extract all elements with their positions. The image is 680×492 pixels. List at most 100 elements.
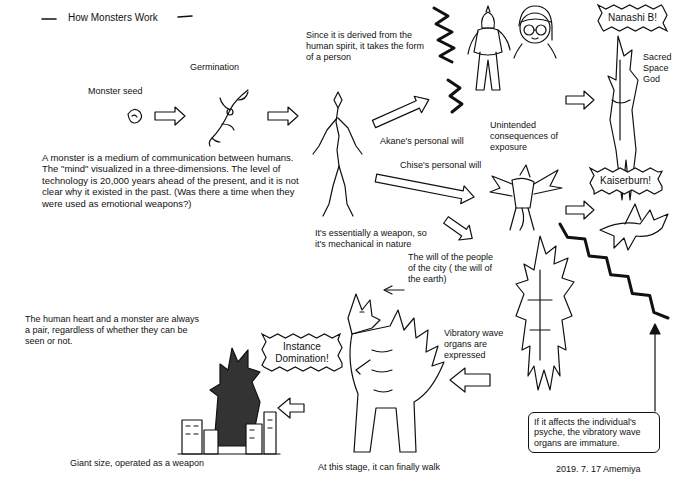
akane-sketch	[520, 13, 550, 43]
humanoid-sketch	[336, 108, 339, 166]
walking-monster-sketch	[350, 310, 444, 452]
humanoid-sketch	[339, 166, 353, 216]
node-text: Kaiserburn!	[600, 175, 651, 187]
flow-arrow	[450, 368, 490, 392]
node-text: Instance Domination!	[272, 341, 332, 364]
dragon-sketch	[600, 204, 668, 250]
node-text: Nanashi B!	[608, 12, 657, 24]
walking-monster-sketch	[372, 350, 392, 392]
burst-outline	[590, 168, 662, 194]
flow-arrow	[268, 107, 298, 125]
humanoid-sketch	[323, 166, 339, 216]
seed-sketch	[128, 109, 142, 123]
sprout-sketch	[227, 109, 233, 115]
akane-sketch	[468, 32, 478, 54]
sprout-sketch	[238, 92, 248, 100]
vibration-zigzag	[434, 8, 454, 62]
standing-monster-sketch	[528, 270, 552, 360]
akane-sketch	[524, 25, 534, 35]
flow-arrow	[566, 91, 594, 109]
note-text: A monster is a medium of communication b…	[42, 152, 300, 209]
humanoid-sketch	[334, 92, 342, 108]
flow-arrow	[370, 91, 432, 132]
title-dash	[178, 16, 192, 17]
city-sketch	[264, 412, 276, 454]
seed-sketch	[132, 115, 137, 117]
chise-sketch	[520, 208, 524, 230]
note-text: The human heart and a monster are always…	[25, 314, 200, 346]
walking-monster-sketch	[356, 360, 370, 374]
speech-burst: Instance Domination!	[260, 332, 344, 373]
flow-arrow	[441, 213, 478, 246]
note-text: Akane's personal will	[380, 136, 480, 147]
akane-sketch	[514, 44, 556, 58]
burst-outline	[262, 334, 342, 371]
note-text: Monster seed	[88, 86, 158, 97]
chise-sketch	[510, 208, 534, 230]
node-text: If it affects the individual's psyche, t…	[534, 417, 654, 448]
flow-arrow	[384, 286, 392, 294]
note-text: The will of the people of the city ( the…	[408, 252, 498, 284]
akane-sketch	[519, 6, 552, 40]
city-sketch	[182, 420, 202, 454]
akane-sketch	[486, 6, 490, 12]
speech-burst: Nanashi B!	[596, 3, 669, 33]
sprout-sketch	[220, 98, 230, 110]
note-text: Since it is derived from the human spiri…	[306, 30, 428, 62]
flow-arrow	[278, 398, 304, 418]
note-text: 2019. 7. 17 Amemiya	[556, 464, 676, 475]
akane-sketch	[468, 6, 556, 90]
sprout-sketch	[222, 124, 234, 130]
akane-sketch	[536, 25, 546, 35]
note-text: Sacred Space God	[643, 52, 679, 84]
chise-sketch	[520, 165, 530, 177]
flow-arrow	[566, 201, 594, 219]
standing-monster-sketch	[516, 236, 574, 390]
chise-sketch	[534, 170, 562, 194]
walking-monster-sketch	[348, 294, 380, 334]
flow-arrow	[374, 169, 476, 206]
city-sketch	[186, 420, 272, 438]
burst-outline	[598, 5, 667, 31]
flow-arrow	[650, 324, 660, 334]
city-sketch	[178, 453, 280, 454]
flow-arrow	[155, 107, 185, 125]
humanoid-sketch	[313, 118, 337, 154]
sprout-sketch	[209, 138, 220, 146]
sprout-sketch	[212, 90, 248, 138]
akane-sketch	[534, 29, 536, 30]
note-text: Vibratory wave organs are expressed	[444, 328, 514, 360]
walking-monster-sketch	[360, 311, 364, 312]
sprout-sketch	[209, 90, 248, 146]
dragon-sketch	[600, 210, 668, 250]
chise-sketch	[490, 165, 562, 230]
diagram-title: How Monsters Work	[68, 12, 158, 24]
sacred-god-sketch	[612, 60, 630, 140]
chise-sketch	[490, 176, 512, 196]
note-text: Giant size, operated as a weapon	[70, 458, 250, 469]
chise-sketch	[512, 178, 534, 208]
akane-sketch	[482, 12, 495, 28]
akane-sketch	[498, 30, 510, 50]
note-text: At this stage, it can finally walk	[318, 462, 488, 473]
note-text: Chise's personal will	[400, 160, 510, 171]
flow-arrow	[385, 289, 404, 290]
vibration-zigzag	[448, 80, 462, 112]
humanoid-sketch	[338, 118, 362, 154]
dragon-sketch	[625, 204, 641, 224]
akane-sketch	[521, 19, 551, 22]
seed-sketch	[128, 109, 142, 123]
flow-arrow	[654, 330, 655, 411]
akane-sketch	[476, 52, 500, 90]
city-sketch	[246, 424, 262, 454]
city-sketch	[204, 430, 218, 454]
title-dash	[42, 18, 56, 20]
note-text: Germination	[190, 62, 260, 73]
speech-burst: Kaiserburn!	[588, 166, 663, 196]
akane-sketch	[532, 38, 538, 39]
note-box: If it affects the individual's psyche, t…	[528, 412, 660, 453]
walking-monster-sketch	[348, 294, 444, 452]
humanoid-sketch	[313, 92, 362, 216]
standing-monster-sketch	[516, 236, 574, 390]
